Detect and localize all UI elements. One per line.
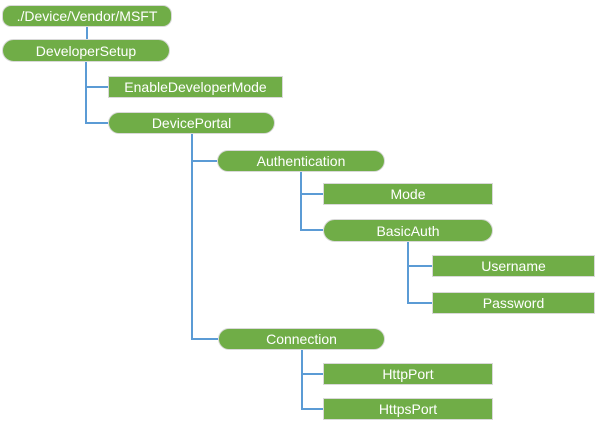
connector-line	[407, 242, 409, 304]
node-device-vendor-msft: ./Device/Vendor/MSFT	[2, 5, 172, 27]
connector-line	[300, 193, 323, 195]
connector-line	[407, 265, 432, 267]
node-basic-auth: BasicAuth	[323, 219, 493, 242]
connector-line	[191, 160, 217, 162]
node-connection: Connection	[218, 328, 385, 350]
connector-line	[191, 134, 193, 340]
connector-line	[85, 122, 108, 124]
connector-line	[300, 172, 302, 231]
node-http-port: HttpPort	[323, 363, 493, 385]
connector-line	[301, 373, 323, 375]
node-username: Username	[432, 255, 595, 277]
node-developer-setup: DeveloperSetup	[2, 39, 170, 62]
node-password: Password	[432, 292, 595, 314]
node-https-port: HttpsPort	[323, 398, 493, 420]
connector-line	[85, 62, 87, 124]
node-mode: Mode	[323, 183, 493, 205]
connector-line	[191, 338, 218, 340]
connector-line	[85, 86, 108, 88]
node-device-portal: DevicePortal	[108, 112, 275, 134]
connector-line	[301, 350, 303, 410]
connector-line	[86, 27, 88, 39]
connector-line	[300, 229, 323, 231]
connector-line	[407, 302, 432, 304]
connector-line	[301, 408, 323, 410]
node-authentication: Authentication	[217, 150, 385, 172]
node-enable-developer-mode: EnableDeveloperMode	[108, 76, 283, 98]
